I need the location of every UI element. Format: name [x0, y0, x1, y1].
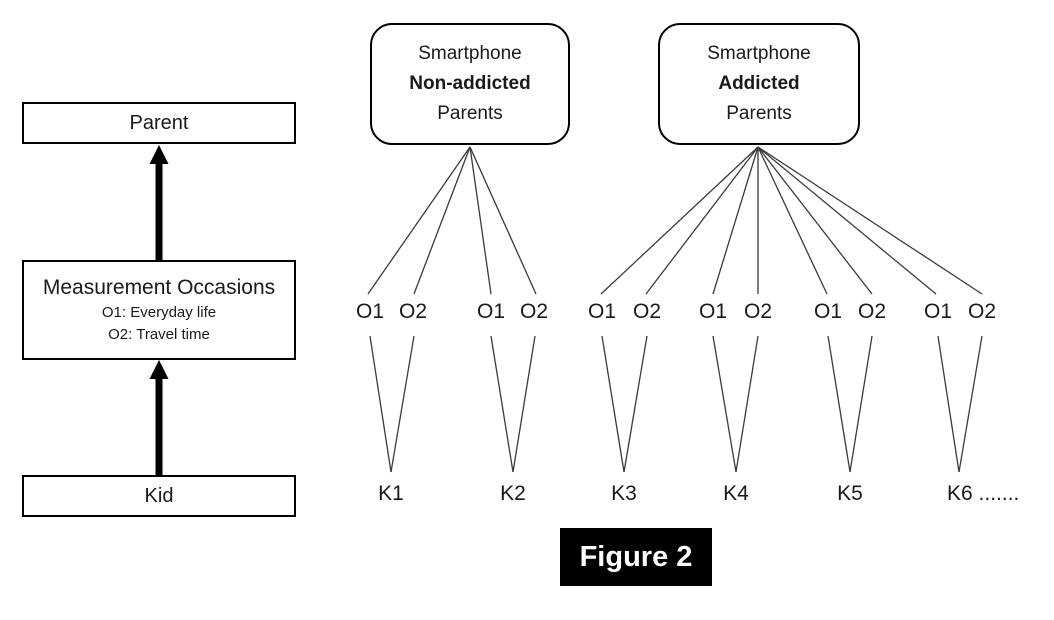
occasion-label-k6-o2: O2: [967, 300, 996, 323]
group-nonaddicted-line3: Parents: [437, 103, 503, 124]
group-nonaddicted-line2: Non-addicted: [409, 73, 531, 94]
occasion-label-k2-o2: O2: [519, 300, 548, 323]
occasion-label-k5-o1: O1: [813, 300, 842, 323]
parent-box-label: Parent: [129, 111, 189, 134]
kid-box: Kid: [22, 475, 296, 517]
group-box-nonaddicted: Smartphone Non-addicted Parents: [370, 23, 570, 145]
arrow-kid-to-measurement: [149, 360, 169, 475]
occasion-label-k5-o2: O2: [857, 300, 886, 323]
measurement-o2-label: O2: Travel time: [108, 326, 210, 343]
kid-label-k1: K1: [378, 482, 404, 505]
kid-label-k4: K4: [723, 482, 749, 505]
kid-label-k6: K6 .......: [947, 482, 1020, 505]
group-nonaddicted-line1: Smartphone: [418, 43, 522, 64]
occasion-label-k1-o2: O2: [398, 300, 427, 323]
kid-label-k3: K3: [611, 482, 637, 505]
group-addicted-line1: Smartphone: [707, 43, 811, 64]
fan-nonaddicted: [367, 146, 537, 295]
measurement-o1-label: O1: Everyday life: [101, 304, 217, 321]
occasion-label-k1-o1: O1: [355, 300, 384, 323]
parent-box: Parent: [22, 102, 296, 144]
figure-caption: Figure 2: [560, 528, 712, 586]
group-addicted-line3: Parents: [726, 103, 792, 124]
fan-addicted: [600, 146, 983, 295]
measurement-title: Measurement Occasions: [42, 276, 276, 299]
v-lines-kids: [369, 335, 983, 473]
kid-label-k2: K2: [500, 482, 526, 505]
occasion-label-k4-o2: O2: [743, 300, 772, 323]
kid-box-label: Kid: [144, 484, 174, 507]
group-addicted-line2: Addicted: [718, 73, 800, 94]
occasion-label-k3-o2: O2: [632, 300, 661, 323]
measurement-occasions-box: Measurement Occasions O1: Everyday life …: [22, 260, 296, 360]
occasion-label-k3-o1: O1: [587, 300, 616, 323]
occasion-label-k2-o1: O1: [476, 300, 505, 323]
arrow-measurement-to-parent: [149, 145, 169, 260]
kid-label-k5: K5: [837, 482, 863, 505]
occasion-label-k4-o1: O1: [698, 300, 727, 323]
group-box-addicted: Smartphone Addicted Parents: [658, 23, 860, 145]
occasion-label-k6-o1: O1: [923, 300, 952, 323]
